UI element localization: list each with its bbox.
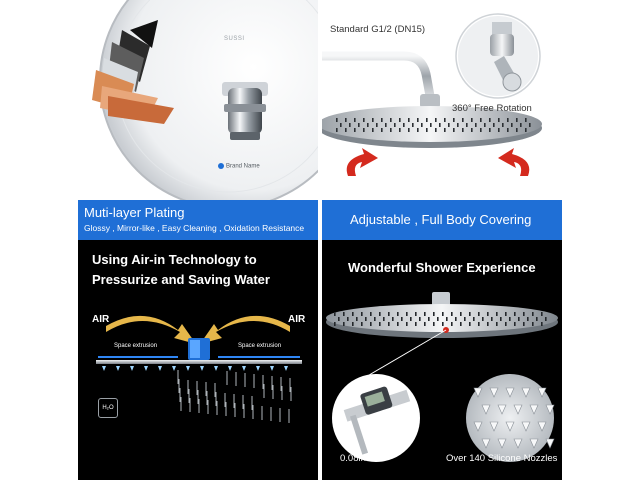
adjustable-banner: Adjustable , Full Body Covering [322, 200, 562, 240]
nozzles-label: Over 140 Silicone Nozzles [446, 453, 558, 464]
rotation-arrow-icon [346, 148, 530, 176]
plating-title: Muti-layer Plating [84, 205, 185, 220]
shower-experience-panel: Wonderful Shower Experience [322, 240, 562, 480]
shower-head-image [326, 292, 558, 462]
brand-mark: SUSSI [224, 36, 245, 42]
standard-label: Standard G1/2 (DN15) [330, 24, 426, 35]
air-left-label: AIR [92, 314, 110, 325]
plating-closeup-panel: SUSSI Brand Name [78, 0, 318, 200]
caliper-icon [343, 386, 411, 455]
plating-features: Glossy , Mirror-like , Easy Cleaning , O… [84, 223, 305, 233]
plating-banner: Muti-layer Plating Glossy , Mirror-like … [78, 200, 318, 240]
air-in-panel: Using Air-in Technology to Pressurize an… [78, 240, 318, 480]
rotation-label: 360° Free Rotation [452, 103, 532, 114]
logo-icon [218, 163, 224, 169]
shower-arm-image [322, 13, 542, 176]
air-right-label: AIR [288, 314, 306, 325]
extrusion-right-label: Space extrusion [238, 343, 282, 349]
water-drop-icon: H₂O [98, 398, 118, 418]
logo-text: Brand Name [218, 163, 260, 170]
air-in-headline: Using Air-in Technology to Pressurize an… [92, 250, 270, 290]
air-in-headline-line1: Using Air-in Technology to [92, 252, 257, 267]
air-in-diagram [96, 315, 302, 423]
plating-layers-icon [92, 20, 174, 124]
experience-headline: Wonderful Shower Experience [348, 260, 536, 275]
rotation-panel: Standard G1/2 (DN15) 360° Free Rotation [322, 0, 562, 200]
air-in-headline-line2: Pressurize and Saving Water [92, 272, 270, 287]
thickness-label: 0.08inch [340, 453, 376, 464]
plating-closeup-image [92, 0, 318, 200]
adjustable-title: Adjustable , Full Body Covering [350, 212, 532, 227]
extrusion-left-label: Space extrusion [114, 343, 158, 349]
